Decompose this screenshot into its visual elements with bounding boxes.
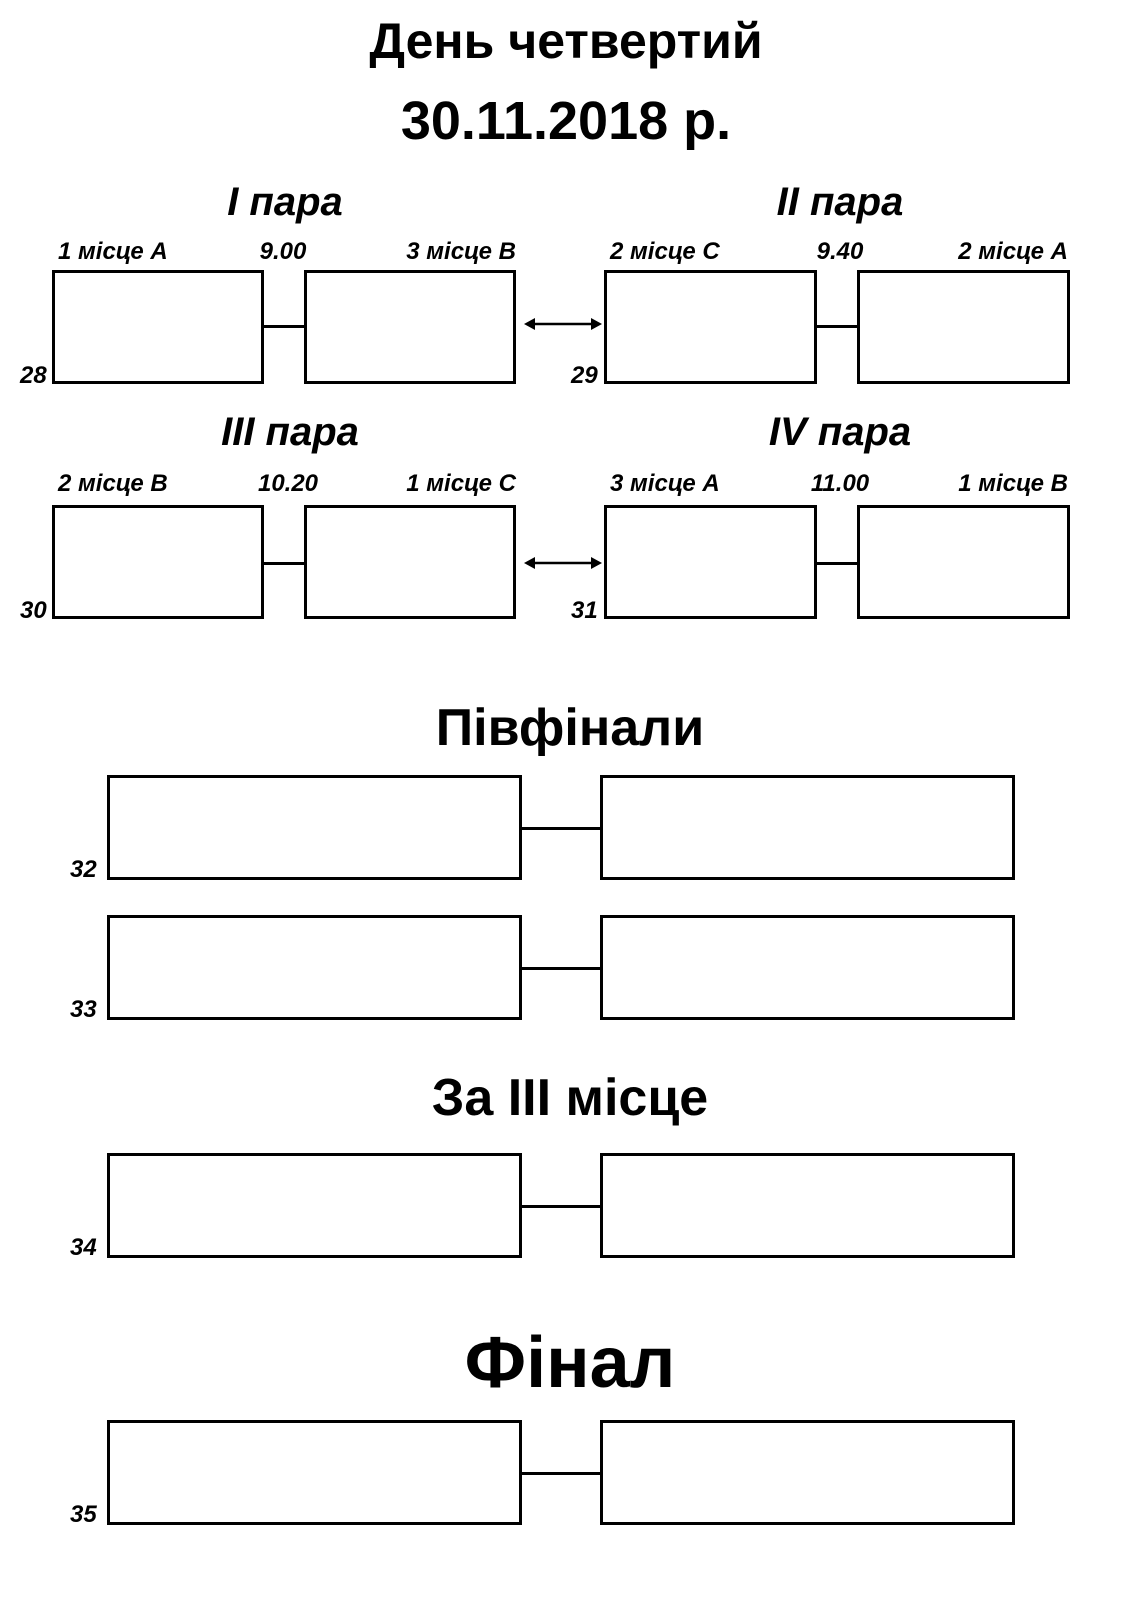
- pair-2-left-label: 2 місце С: [610, 238, 720, 265]
- pair-4-left-team-box[interactable]: [604, 505, 817, 619]
- final-match-number: 35: [70, 1501, 97, 1528]
- semifinal-2-left-team-box[interactable]: [107, 915, 522, 1020]
- third-place-match-number: 34: [70, 1234, 97, 1261]
- day-title: День четвертий: [369, 13, 763, 69]
- pair-4-connector: [817, 562, 857, 565]
- pair-4-right-label: 1 місце В: [958, 470, 1068, 497]
- pair-1-left-label: 1 місце А: [58, 238, 168, 265]
- final-connector: [522, 1472, 600, 1475]
- pair-2-right-team-box[interactable]: [857, 270, 1070, 384]
- double-arrow-icon: [524, 318, 602, 330]
- double-arrow-icon: [524, 557, 602, 569]
- final-title: Фінал: [464, 1323, 676, 1403]
- semifinal-2-right-team-box[interactable]: [600, 915, 1015, 1020]
- pair-2-title: II пара: [776, 180, 904, 224]
- pair-3-right-label: 1 місце С: [406, 470, 516, 497]
- semifinal-1-connector: [522, 827, 600, 830]
- semifinals-title: Півфінали: [435, 699, 705, 757]
- pair-1-match-number: 28: [20, 362, 47, 389]
- pair-1-time: 9.00: [259, 238, 307, 265]
- pair-3-match-number: 30: [20, 597, 47, 624]
- pair-4-left-label: 3 місце А: [610, 470, 720, 497]
- pair-2-time: 9.40: [816, 238, 864, 265]
- pair-4-match-number: 31: [571, 597, 598, 624]
- pair-2-right-label: 2 місце А: [958, 238, 1068, 265]
- semifinal-1-left-team-box[interactable]: [107, 775, 522, 880]
- semifinal-2-match-number: 33: [70, 996, 97, 1023]
- pair-4-right-team-box[interactable]: [857, 505, 1070, 619]
- pair-2-connector: [817, 325, 857, 328]
- third-place-title: За ІІІ місце: [431, 1069, 709, 1127]
- semifinal-2-connector: [522, 967, 600, 970]
- final-left-team-box[interactable]: [107, 1420, 522, 1525]
- pair-2-left-team-box[interactable]: [604, 270, 817, 384]
- pair-3-right-team-box[interactable]: [304, 505, 516, 619]
- pair-1-right-team-box[interactable]: [304, 270, 516, 384]
- pair-4-title: IV пара: [768, 410, 912, 454]
- semifinal-1-match-number: 32: [70, 856, 97, 883]
- pair-2-match-number: 29: [571, 362, 598, 389]
- date-title: 30.11.2018 р.: [400, 91, 732, 151]
- pair-3-title: III пара: [221, 410, 359, 454]
- third-place-right-team-box[interactable]: [600, 1153, 1015, 1258]
- pair-3-connector: [264, 562, 304, 565]
- pair-4-time: 11.00: [810, 470, 870, 497]
- third-place-left-team-box[interactable]: [107, 1153, 522, 1258]
- pair-1-connector: [264, 325, 304, 328]
- pair-1-right-label: 3 місце В: [406, 238, 516, 265]
- pair-3-left-team-box[interactable]: [52, 505, 264, 619]
- pair-1-title: I пара: [227, 180, 343, 224]
- pair-3-time: 10.20: [257, 470, 319, 497]
- semifinal-1-right-team-box[interactable]: [600, 775, 1015, 880]
- final-right-team-box[interactable]: [600, 1420, 1015, 1525]
- third-place-connector: [522, 1205, 600, 1208]
- pair-1-left-team-box[interactable]: [52, 270, 264, 384]
- pair-3-left-label: 2 місце В: [58, 470, 168, 497]
